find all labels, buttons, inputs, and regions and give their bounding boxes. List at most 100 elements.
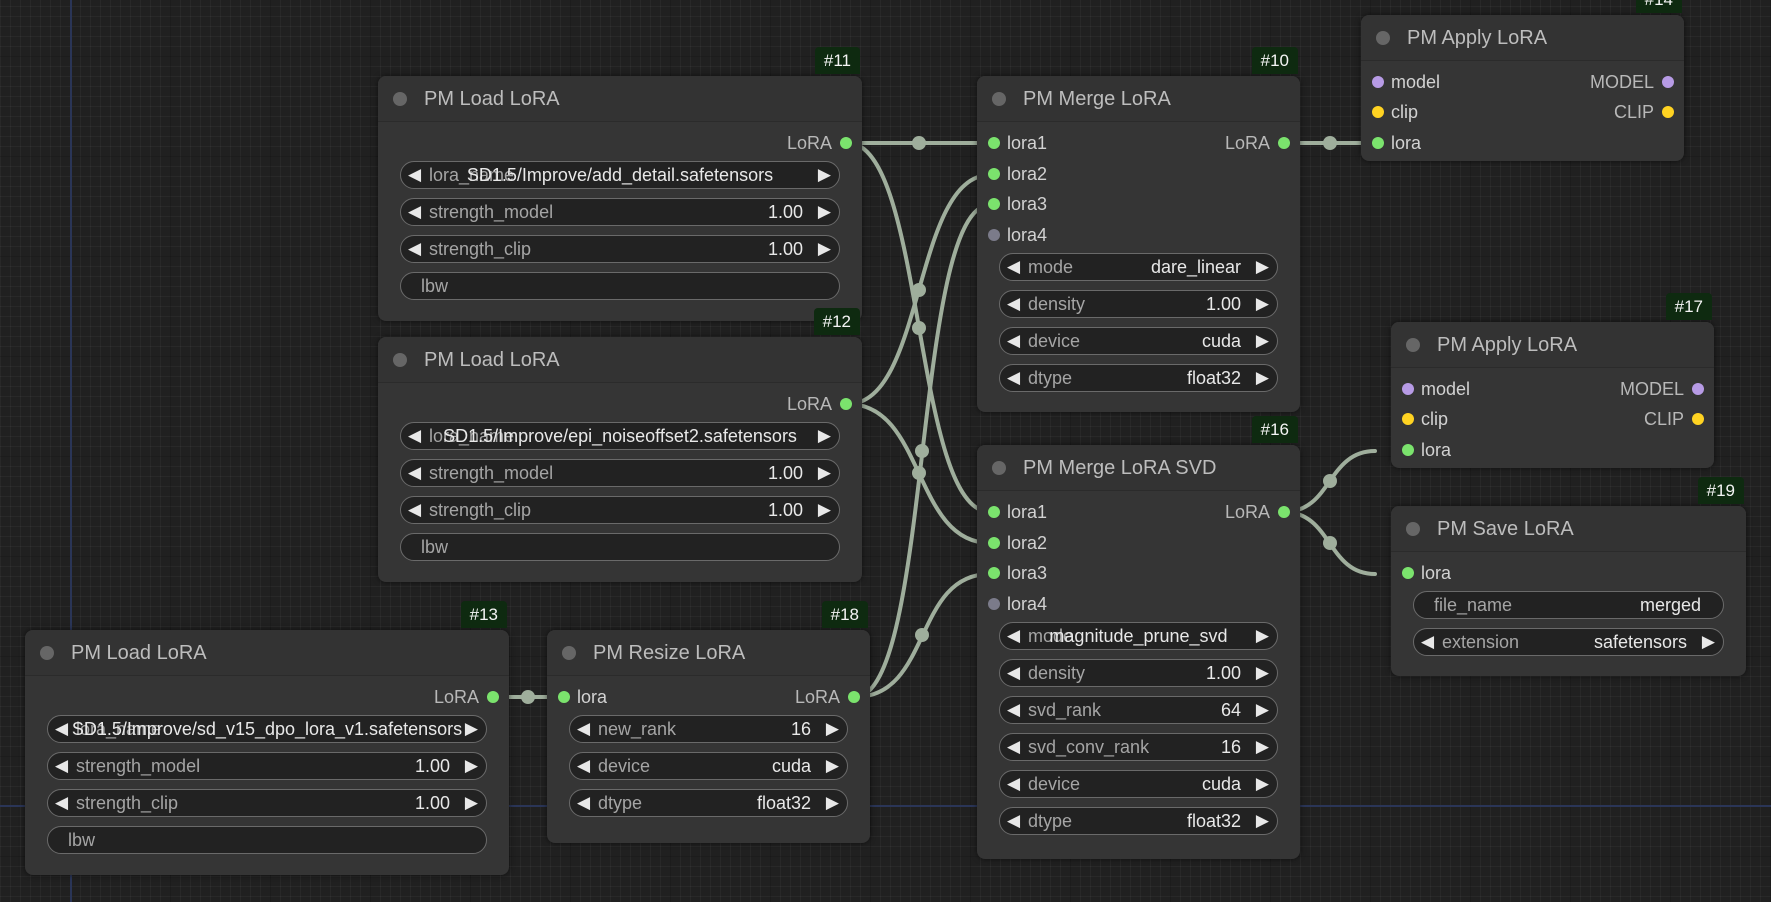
node-13-load-lora[interactable]: #13 PM Load LoRA LoRA ◀ lora_name SD1.5/… — [25, 601, 509, 875]
input-port-lora2[interactable] — [988, 168, 1000, 180]
mode-combo[interactable]: ◀ mode magnitude_prune_svd ▶ — [999, 622, 1278, 650]
link-18-to-16-lora3[interactable] — [853, 572, 992, 699]
density-slider[interactable]: ◀ density 1.00 ▶ — [999, 290, 1278, 318]
decrement-arrow-icon[interactable]: ◀ — [55, 756, 69, 775]
collapse-toggle-icon[interactable] — [393, 92, 407, 106]
node-10-merge-lora[interactable]: #10 PM Merge LoRA lora1 LoRA lora2 lora3… — [977, 47, 1300, 412]
increment-arrow-icon[interactable]: ▶ — [817, 463, 831, 482]
collapse-toggle-icon[interactable] — [992, 461, 1006, 475]
input-port-lora[interactable] — [1372, 137, 1384, 149]
decrement-arrow-icon[interactable]: ◀ — [1007, 811, 1021, 830]
increment-arrow-icon[interactable]: ▶ — [817, 239, 831, 258]
input-port-lora1[interactable] — [988, 137, 1000, 149]
increment-arrow-icon[interactable]: ▶ — [1255, 257, 1269, 276]
decrement-arrow-icon[interactable]: ◀ — [1007, 257, 1021, 276]
link-midpoint-13-18[interactable] — [521, 690, 535, 704]
increment-arrow-icon[interactable]: ▶ — [1255, 663, 1269, 682]
increment-arrow-icon[interactable]: ▶ — [817, 426, 831, 445]
collapse-toggle-icon[interactable] — [1406, 338, 1420, 352]
decrement-arrow-icon[interactable]: ◀ — [1007, 294, 1021, 313]
increment-arrow-icon[interactable]: ▶ — [1701, 632, 1715, 651]
decrement-arrow-icon[interactable]: ◀ — [408, 202, 422, 221]
strength-model-slider[interactable]: ◀ strength_model 1.00 ▶ — [400, 198, 840, 226]
svd-conv-rank-slider[interactable]: ◀ svd_conv_rank 16 ▶ — [999, 733, 1278, 761]
increment-arrow-icon[interactable]: ▶ — [825, 719, 839, 738]
dtype-combo[interactable]: ◀ dtype float32 ▶ — [999, 364, 1278, 392]
increment-arrow-icon[interactable]: ▶ — [1255, 811, 1269, 830]
node-17-apply-lora[interactable]: #17 PM Apply LoRA model MODEL clip CLIP … — [1391, 293, 1714, 468]
node-16-merge-lora-svd[interactable]: #16 PM Merge LoRA SVD lora1 LoRA lora2 l… — [977, 416, 1300, 859]
node-18-resize-lora[interactable]: #18 PM Resize LoRA lora LoRA ◀ new_rank … — [547, 601, 870, 843]
increment-arrow-icon[interactable]: ▶ — [817, 500, 831, 519]
output-port-lora[interactable] — [840, 137, 852, 149]
decrement-arrow-icon[interactable]: ◀ — [1007, 626, 1021, 645]
collapse-toggle-icon[interactable] — [393, 353, 407, 367]
output-port-model[interactable] — [1692, 383, 1704, 395]
input-port-lora3[interactable] — [988, 567, 1000, 579]
decrement-arrow-icon[interactable]: ◀ — [1007, 368, 1021, 387]
dtype-combo[interactable]: ◀ dtype float32 ▶ — [569, 789, 848, 817]
increment-arrow-icon[interactable]: ▶ — [1255, 331, 1269, 350]
node-header[interactable]: PM Resize LoRA — [547, 630, 870, 676]
input-port-lora1[interactable] — [988, 506, 1000, 518]
decrement-arrow-icon[interactable]: ◀ — [1007, 774, 1021, 793]
node-12-load-lora[interactable]: #12 PM Load LoRA LoRA ◀ lora_name SD1.5/… — [378, 308, 862, 582]
collapse-toggle-icon[interactable] — [992, 92, 1006, 106]
link-midpoint-12-16[interactable] — [912, 466, 926, 480]
strength-clip-slider[interactable]: ◀ strength_clip 1.00 ▶ — [400, 496, 840, 524]
strength-clip-slider[interactable]: ◀ strength_clip 1.00 ▶ — [47, 789, 487, 817]
increment-arrow-icon[interactable]: ▶ — [825, 793, 839, 812]
device-combo[interactable]: ◀ device cuda ▶ — [999, 327, 1278, 355]
increment-arrow-icon[interactable]: ▶ — [464, 719, 478, 738]
node-header[interactable]: PM Merge LoRA SVD — [977, 445, 1300, 491]
lbw-text-field[interactable]: lbw — [400, 533, 840, 561]
link-midpoint-18-10[interactable] — [915, 444, 929, 458]
increment-arrow-icon[interactable]: ▶ — [1255, 626, 1269, 645]
increment-arrow-icon[interactable]: ▶ — [464, 793, 478, 812]
link-11-to-16-lora1[interactable] — [846, 141, 992, 514]
link-midpoint-12-10[interactable] — [912, 283, 926, 297]
output-port-lora[interactable] — [840, 398, 852, 410]
strength-clip-slider[interactable]: ◀ strength_clip 1.00 ▶ — [400, 235, 840, 263]
decrement-arrow-icon[interactable]: ◀ — [408, 165, 422, 184]
node-11-load-lora[interactable]: #11 PM Load LoRA LoRA ◀ lora_name SD1.5/… — [378, 47, 862, 321]
input-port-lora[interactable] — [1402, 567, 1414, 579]
node-header[interactable]: PM Load LoRA — [378, 76, 862, 122]
mode-combo[interactable]: ◀ mode dare_linear ▶ — [999, 253, 1278, 281]
input-port-lora[interactable] — [1402, 444, 1414, 456]
density-slider[interactable]: ◀ density 1.00 ▶ — [999, 659, 1278, 687]
node-header[interactable]: PM Apply LoRA — [1391, 322, 1714, 368]
decrement-arrow-icon[interactable]: ◀ — [55, 719, 69, 738]
input-port-lora4[interactable] — [988, 229, 1000, 241]
input-port-lora[interactable] — [558, 691, 570, 703]
node-header[interactable]: PM Save LoRA — [1391, 506, 1746, 552]
decrement-arrow-icon[interactable]: ◀ — [1421, 632, 1435, 651]
lbw-text-field[interactable]: lbw — [47, 826, 487, 854]
decrement-arrow-icon[interactable]: ◀ — [577, 793, 591, 812]
link-midpoint-16-19[interactable] — [1323, 536, 1337, 550]
input-port-lora4[interactable] — [988, 598, 1000, 610]
link-12-to-10-lora2[interactable] — [846, 173, 992, 406]
node-header[interactable]: PM Load LoRA — [25, 630, 509, 676]
increment-arrow-icon[interactable]: ▶ — [817, 202, 831, 221]
decrement-arrow-icon[interactable]: ◀ — [408, 239, 422, 258]
lora-name-combo[interactable]: ◀ lora_name SD1.5/Improve/add_detail.saf… — [400, 161, 840, 189]
input-port-model[interactable] — [1372, 76, 1384, 88]
output-port-clip[interactable] — [1692, 413, 1704, 425]
link-midpoint-18-16[interactable] — [915, 628, 929, 642]
strength-model-slider[interactable]: ◀ strength_model 1.00 ▶ — [400, 459, 840, 487]
device-combo[interactable]: ◀ device cuda ▶ — [999, 770, 1278, 798]
output-port-lora[interactable] — [1278, 137, 1290, 149]
collapse-toggle-icon[interactable] — [562, 646, 576, 660]
lbw-text-field[interactable]: lbw — [400, 272, 840, 300]
collapse-toggle-icon[interactable] — [1406, 522, 1420, 536]
link-midpoint-11-10[interactable] — [912, 136, 926, 150]
input-port-model[interactable] — [1402, 383, 1414, 395]
decrement-arrow-icon[interactable]: ◀ — [1007, 663, 1021, 682]
collapse-toggle-icon[interactable] — [1376, 31, 1390, 45]
lora-name-combo[interactable]: ◀ lora_name SD1.5/Improve/epi_noiseoffse… — [400, 422, 840, 450]
link-12-to-16-lora2[interactable] — [846, 402, 992, 545]
lora-name-combo[interactable]: ◀ lora_name SD1.5/Improve/sd_v15_dpo_lor… — [47, 715, 487, 743]
output-port-lora[interactable] — [487, 691, 499, 703]
